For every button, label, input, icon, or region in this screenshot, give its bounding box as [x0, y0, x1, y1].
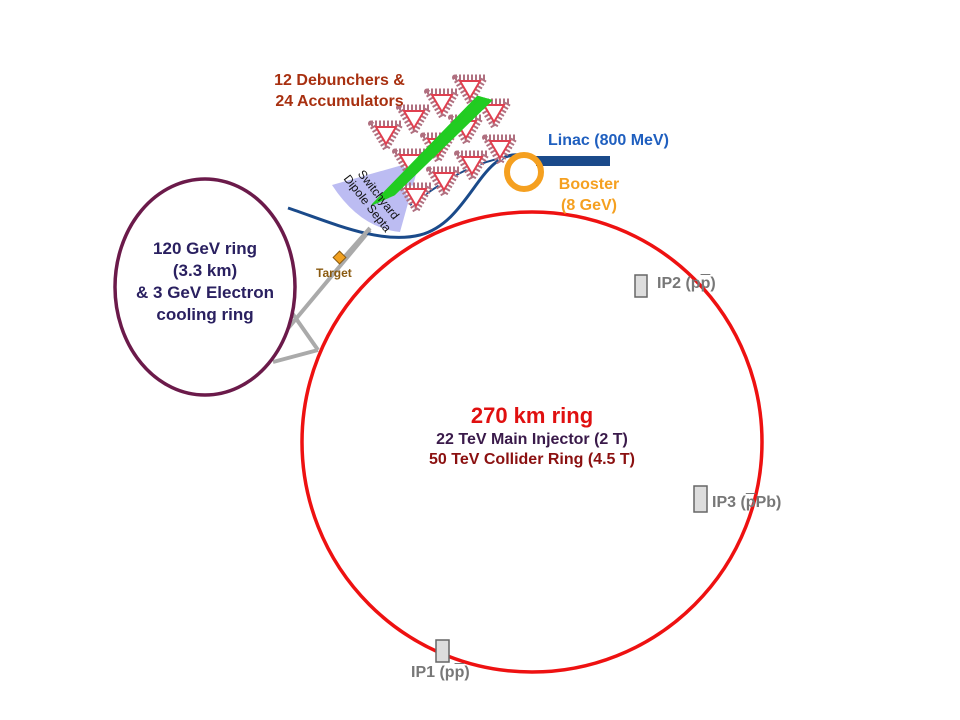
ip3-pbar: p — [745, 494, 756, 511]
accumulator-ring-inner-5 — [482, 104, 506, 124]
debunchers-line2: 24 Accumulators — [275, 93, 404, 110]
ip1-marker — [435, 639, 450, 663]
accumulator-ring-inner-12 — [404, 188, 428, 208]
booster-label: Booster (8 GeV) — [545, 174, 633, 216]
booster-ring — [504, 152, 544, 192]
accumulator-array — [368, 74, 518, 214]
accumulator-ring-inner-10 — [460, 156, 484, 176]
accumulator-ring-inner-2 — [430, 94, 454, 114]
ip2-prefix: IP2 (p — [657, 275, 701, 292]
main-injector-text: 22 TeV Main Injector (2 T) — [436, 431, 628, 448]
accumulator-ring-inner-1 — [458, 80, 482, 100]
target-marker — [332, 250, 347, 265]
ring120-line4: cooling ring — [156, 305, 254, 324]
main-ring-label: 270 km ring 22 TeV Main Injector (2 T) 5… — [372, 402, 692, 470]
ip1-label: IP1 (pp) — [411, 664, 470, 682]
ring120-label: 120 GeV ring (3.3 km) & 3 GeV Electron c… — [130, 238, 280, 326]
target-label: Target — [316, 266, 352, 280]
accumulator-ring-inner-11 — [432, 172, 456, 192]
ip2-marker — [634, 274, 648, 298]
linac-bar — [536, 156, 610, 166]
accumulator-ring-inner-9 — [488, 140, 512, 160]
ip3-suffix: Pb) — [755, 494, 782, 511]
linac-label: Linac (800 MeV) — [548, 132, 669, 149]
ring120-line1: 120 GeV ring — [153, 239, 257, 258]
linac-transfer-line — [287, 153, 521, 239]
accumulator-ring-inner-4 — [374, 126, 398, 146]
ip3-label: IP3 (pPb) — [712, 494, 781, 512]
beam-line-26 — [393, 99, 493, 196]
ip1-prefix: IP1 (p — [411, 664, 455, 681]
ring120-line2: (3.3 km) — [172, 261, 238, 280]
ring120-line3: & 3 GeV Electron — [136, 283, 274, 302]
main-ring-title: 270 km ring — [470, 403, 594, 428]
beam-lines — [371, 95, 493, 206]
ip1-suffix: ) — [464, 664, 470, 681]
ip2-pbar: p — [700, 275, 711, 292]
main-ring-270km — [300, 210, 764, 674]
ip2-suffix: ) — [710, 275, 716, 292]
accumulator-ring-inner-3 — [402, 110, 426, 130]
ip3-prefix: IP3 ( — [712, 494, 746, 511]
booster-line1: Booster — [558, 176, 620, 193]
booster-line2: (8 GeV) — [560, 197, 617, 214]
ip1-pbar: p — [454, 664, 465, 681]
ring-120gev — [113, 177, 297, 397]
ip2-label: IP2 (pp) — [657, 275, 716, 293]
debunchers-line1: 12 Debunchers & — [274, 72, 405, 89]
collider-ring-text: 50 TeV Collider Ring (4.5 T) — [429, 451, 635, 468]
ip3-marker — [693, 485, 708, 513]
debunchers-label: 12 Debunchers & 24 Accumulators — [252, 70, 427, 112]
